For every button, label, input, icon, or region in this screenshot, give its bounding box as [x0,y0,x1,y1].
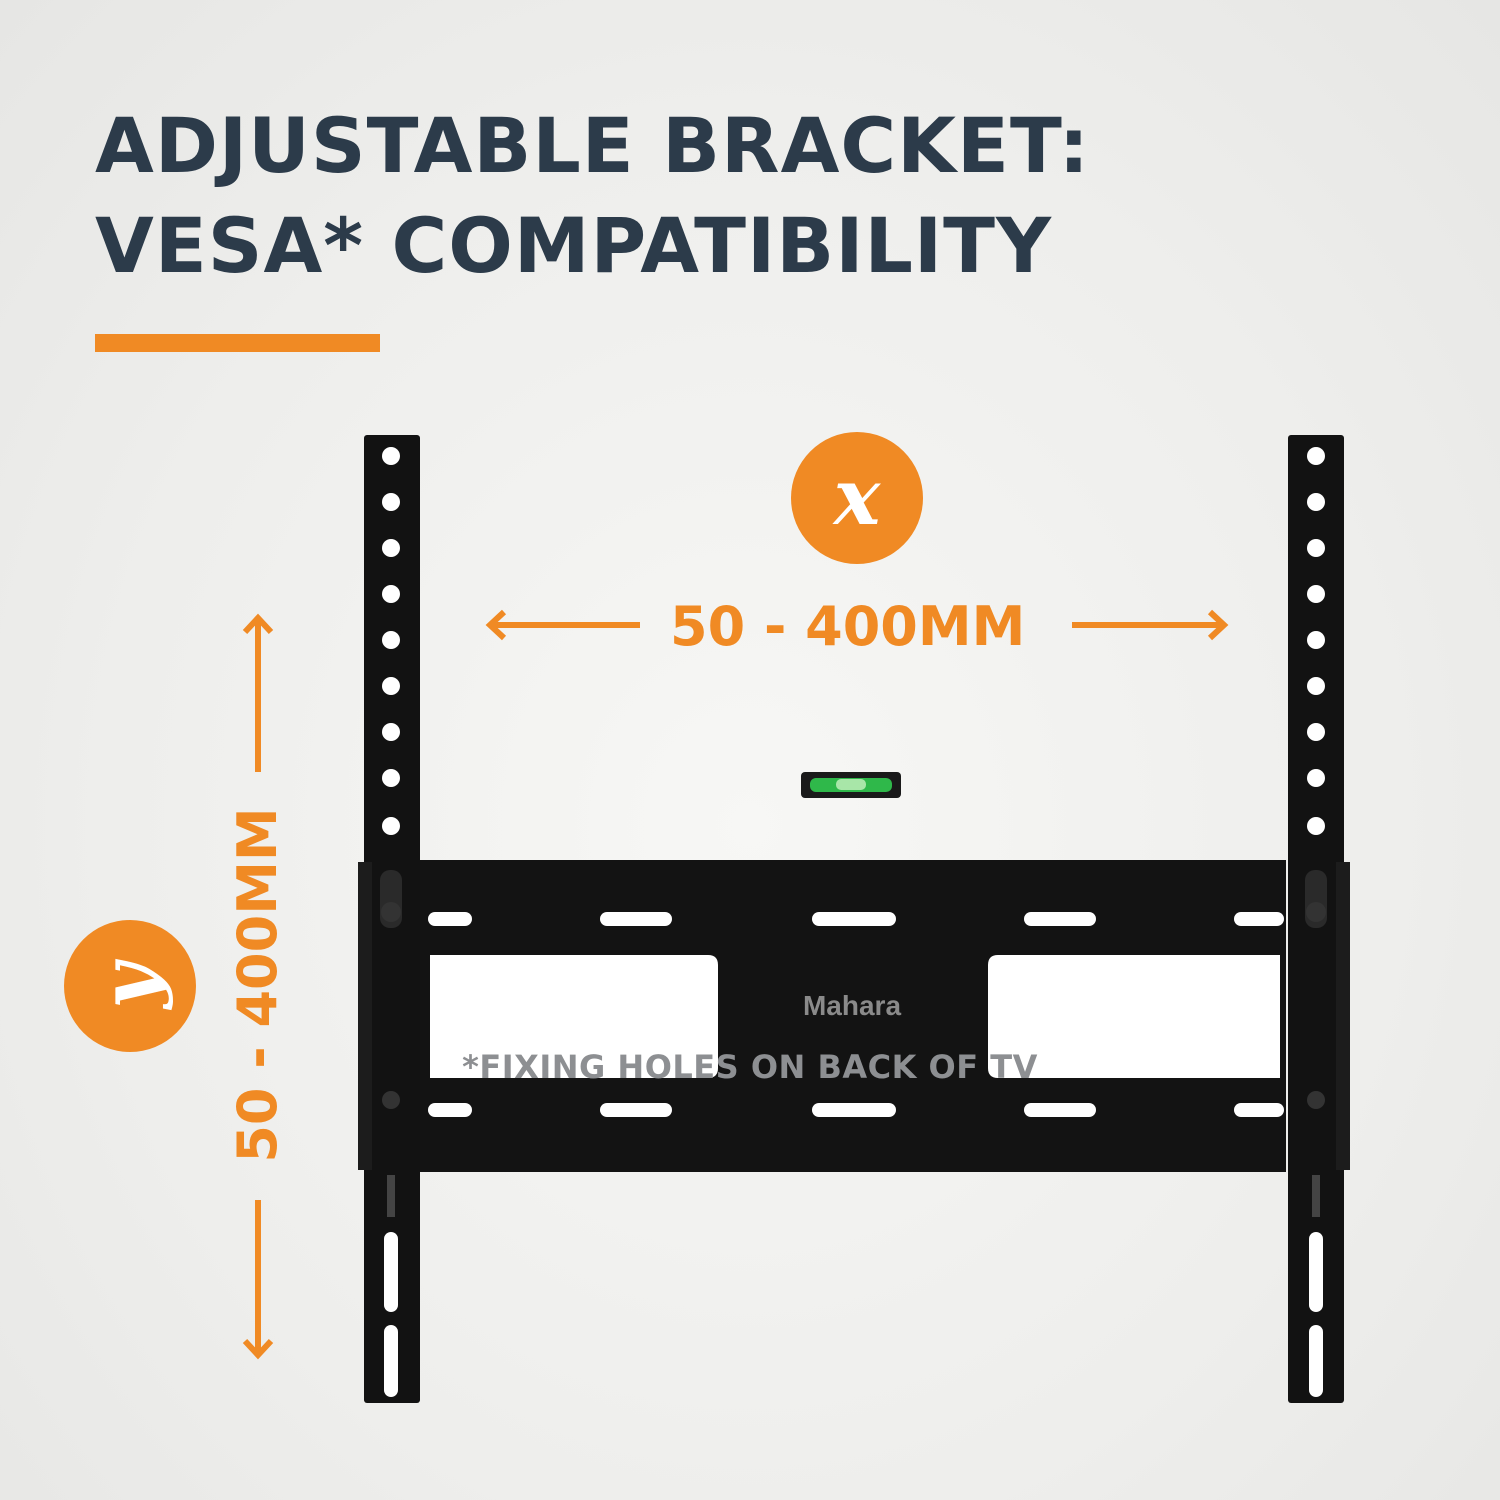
left-rail [358,435,420,1403]
y-axis-badge: y [64,920,196,1052]
wall-plate [420,860,1286,1172]
up-arrow-icon [242,613,274,772]
footnote: *FIXING HOLES ON BACK OF TV [462,1048,1038,1086]
x-axis-symbol: x [833,452,881,543]
brand-logo: Mahara [802,990,902,1021]
right-arrow-icon [1072,609,1229,641]
x-dimension-label: 50 - 400MM [670,595,1026,658]
x-axis-badge: x [791,432,923,564]
bubble-level-icon [801,772,901,798]
headline: ADJUSTABLE BRACKET: VESA* COMPATIBILITY [95,96,1090,296]
headline-line-2: VESA* COMPATIBILITY [95,201,1053,290]
right-rail [1288,435,1350,1403]
left-arrow-icon [485,609,640,641]
accent-rule [95,334,380,352]
down-arrow-icon [242,1200,274,1360]
y-dimension-label: 50 - 400MM [226,807,289,1163]
y-axis-symbol: y [83,963,175,1009]
headline-line-1: ADJUSTABLE BRACKET: [95,101,1091,190]
